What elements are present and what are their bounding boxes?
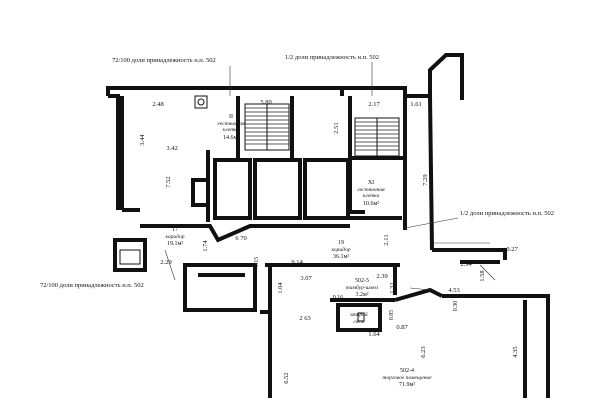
label-share-half-top: 1/2 доли принадлежность н.п. 502 bbox=[285, 54, 379, 61]
dim-1-61: 1.61 bbox=[410, 101, 421, 108]
dim-0-15: 0.15 bbox=[254, 257, 260, 268]
dim-3-42: 3.42 bbox=[166, 145, 177, 152]
vent-box bbox=[194, 95, 208, 109]
dim-0-30: 0.30 bbox=[453, 301, 459, 312]
dim-6-23: 6.23 bbox=[420, 346, 427, 357]
stair-ii bbox=[244, 103, 290, 151]
dim-1-64: 1.64 bbox=[368, 331, 380, 338]
room-502-4-name: торговое помещение bbox=[382, 375, 432, 381]
vent-icon bbox=[197, 98, 205, 106]
room-stair-xi-name: лестничная bbox=[356, 187, 385, 193]
dim-0-27: 0.27 bbox=[506, 246, 518, 253]
dim-1-74: 1.74 bbox=[202, 240, 209, 252]
dim-4-53: 4.53 bbox=[448, 287, 459, 294]
dim-0-85: 0.85 bbox=[389, 310, 395, 321]
column-marker bbox=[357, 312, 365, 322]
room-17-name: коридор bbox=[166, 233, 185, 240]
dim-2-11: 2.11 bbox=[383, 234, 390, 245]
dim-0-16: 0.16 bbox=[333, 295, 344, 301]
shaft-box bbox=[119, 249, 141, 265]
room-502-5-name: тамбур-шлюз bbox=[346, 284, 379, 291]
stair-xi bbox=[354, 117, 400, 157]
label-share-72-bottom: 72/100 доли принадлежность н.п. 502 bbox=[40, 282, 144, 289]
dim-9-14: 9.14 bbox=[291, 259, 303, 266]
dim-2-94: 2.94 bbox=[460, 261, 472, 268]
room-stair-xi-area: 10.6м² bbox=[363, 201, 379, 207]
dim-2-48: 2.48 bbox=[152, 101, 163, 108]
room-stair-ii-name: лестничная bbox=[216, 121, 245, 127]
dim-2-39: 2.39 bbox=[376, 273, 387, 280]
room-502-5-number: 502-5 bbox=[355, 278, 369, 284]
room-17-number: 17 bbox=[172, 227, 178, 233]
room-light-name: второй bbox=[350, 311, 368, 318]
room-light-name2: свет bbox=[353, 319, 364, 325]
walls bbox=[106, 53, 550, 398]
dim-1-04: 1.04 bbox=[277, 282, 284, 294]
room-502-4-area: 71.9м² bbox=[399, 382, 415, 388]
dim-3-44: 3.44 bbox=[139, 134, 146, 146]
dim-6-52: 6.52 bbox=[283, 372, 290, 383]
room-19-name: коридор bbox=[332, 246, 351, 253]
dim-2-29: 2.29 bbox=[160, 259, 171, 266]
room-stair-ii-name2: клетка bbox=[223, 127, 240, 133]
dim-1-32: 1.32 bbox=[389, 282, 396, 293]
dim-0-87: 0.87 bbox=[396, 324, 408, 331]
dim-3-07: 3.07 bbox=[300, 275, 312, 282]
room-19-area: 36.1м² bbox=[333, 254, 349, 260]
room-stair-ii-number: II bbox=[229, 114, 233, 120]
room-502-5-area: 3.2м² bbox=[355, 292, 368, 298]
label-share-half-right: 1/2 доли принадлежность н.п. 502 bbox=[460, 210, 554, 217]
dim-7-52: 7.52 bbox=[165, 176, 172, 187]
dim-5-80: 5.80 bbox=[260, 99, 271, 106]
dim-7-29: 7.29 bbox=[422, 174, 429, 185]
label-share-72-top: 72/100 доли принадлежность н.п. 502 bbox=[112, 57, 216, 64]
dim-1-58: 1.58 bbox=[479, 270, 486, 281]
room-stair-xi-name2: клетка bbox=[363, 193, 380, 199]
dim-6-70: 6 70 bbox=[235, 235, 246, 242]
room-502-4-number: 502-4 bbox=[400, 368, 414, 374]
room-17-area: 19.1м² bbox=[167, 241, 183, 247]
room-stair-xi-number: XI bbox=[368, 180, 374, 186]
room-stair-ii-area: 14.6м² bbox=[223, 135, 239, 141]
dim-4-35: 4.35 bbox=[512, 346, 519, 357]
leader-lines bbox=[164, 62, 496, 291]
dim-2-17: 2.17 bbox=[368, 101, 380, 108]
dim-2-51: 2.51 bbox=[333, 122, 340, 133]
room-19-number: 19 bbox=[338, 240, 344, 246]
dim-2-63: 2 63 bbox=[299, 315, 310, 322]
